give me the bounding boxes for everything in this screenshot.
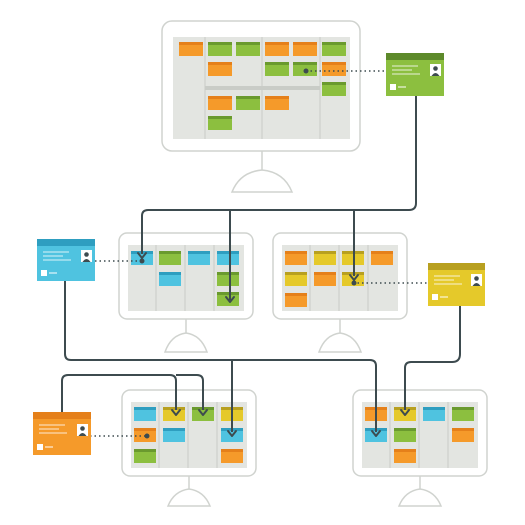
card-orange <box>208 62 232 76</box>
board-column-dividers <box>389 402 449 468</box>
card-blue <box>188 251 210 265</box>
card-orange <box>394 449 416 463</box>
checkbox-icon <box>37 444 43 450</box>
card-green <box>265 62 289 76</box>
card-green <box>217 272 239 286</box>
card-yellow <box>314 251 336 265</box>
card-orange <box>208 96 232 110</box>
card-green <box>322 42 346 56</box>
card-green <box>134 449 156 463</box>
card-orange <box>293 42 317 56</box>
card-orange <box>265 42 289 56</box>
connector-green-card <box>141 96 417 254</box>
arrow-down-icon <box>137 252 147 259</box>
board-column-dividers <box>155 245 215 311</box>
monitor-top <box>161 20 361 193</box>
card-green <box>159 251 181 265</box>
arrow-down-icon <box>225 296 235 303</box>
card-orange <box>322 62 346 76</box>
monitor-stand <box>166 476 212 507</box>
arrow-down-icon <box>198 409 208 416</box>
card-orange <box>221 449 243 463</box>
monitor-bottom-right <box>352 389 488 507</box>
arrowheads <box>137 252 410 437</box>
card-blue <box>134 407 156 421</box>
arrow-down-icon <box>349 274 359 281</box>
card-green <box>208 42 232 56</box>
card-orange <box>314 272 336 286</box>
detail-card-yellow <box>428 263 485 306</box>
card-green <box>322 82 346 96</box>
monitor-stand <box>230 151 294 193</box>
card-green <box>236 42 260 56</box>
card-green <box>394 428 416 442</box>
connector-lines <box>61 96 461 432</box>
card-orange <box>179 42 203 56</box>
card-yellow <box>285 272 307 286</box>
connector-orange-to-green <box>176 374 204 410</box>
arrow-down-icon <box>371 430 381 437</box>
arrow-down-icon <box>400 409 410 416</box>
card-blue <box>163 428 185 442</box>
checkbox-icon <box>390 84 396 90</box>
monitor-middle-right <box>272 232 408 353</box>
arrow-down-icon <box>171 409 181 416</box>
card-blue <box>423 407 445 421</box>
card-orange <box>265 96 289 110</box>
monitor-stand <box>397 476 443 507</box>
card-green <box>452 407 474 421</box>
monitor-stand <box>317 319 363 353</box>
board-column-dividers <box>158 402 218 468</box>
detail-card-green <box>386 53 444 96</box>
arrow-down-icon <box>227 430 237 437</box>
detail-card-blue <box>37 239 95 281</box>
card-orange <box>452 428 474 442</box>
card-blue <box>159 272 181 286</box>
card-blue <box>217 251 239 265</box>
monitor-bottom-left <box>121 389 257 507</box>
swimlane-divider <box>205 86 320 90</box>
link-dots <box>139 68 357 439</box>
card-green <box>236 96 260 110</box>
monitor-middle-left <box>118 232 254 353</box>
dotted-links <box>90 70 428 437</box>
card-orange <box>371 251 393 265</box>
board-column-dividers <box>309 245 369 311</box>
card-orange <box>285 293 307 307</box>
card-green <box>208 116 232 130</box>
checkbox-icon <box>41 270 47 276</box>
connector-blue-card <box>64 281 377 432</box>
connector-yellow-card <box>404 306 461 410</box>
card-orange <box>285 251 307 265</box>
monitor-stand <box>163 319 209 353</box>
detail-card-orange <box>33 412 91 455</box>
checkbox-icon <box>432 294 438 300</box>
connector-orange-card <box>61 374 177 412</box>
